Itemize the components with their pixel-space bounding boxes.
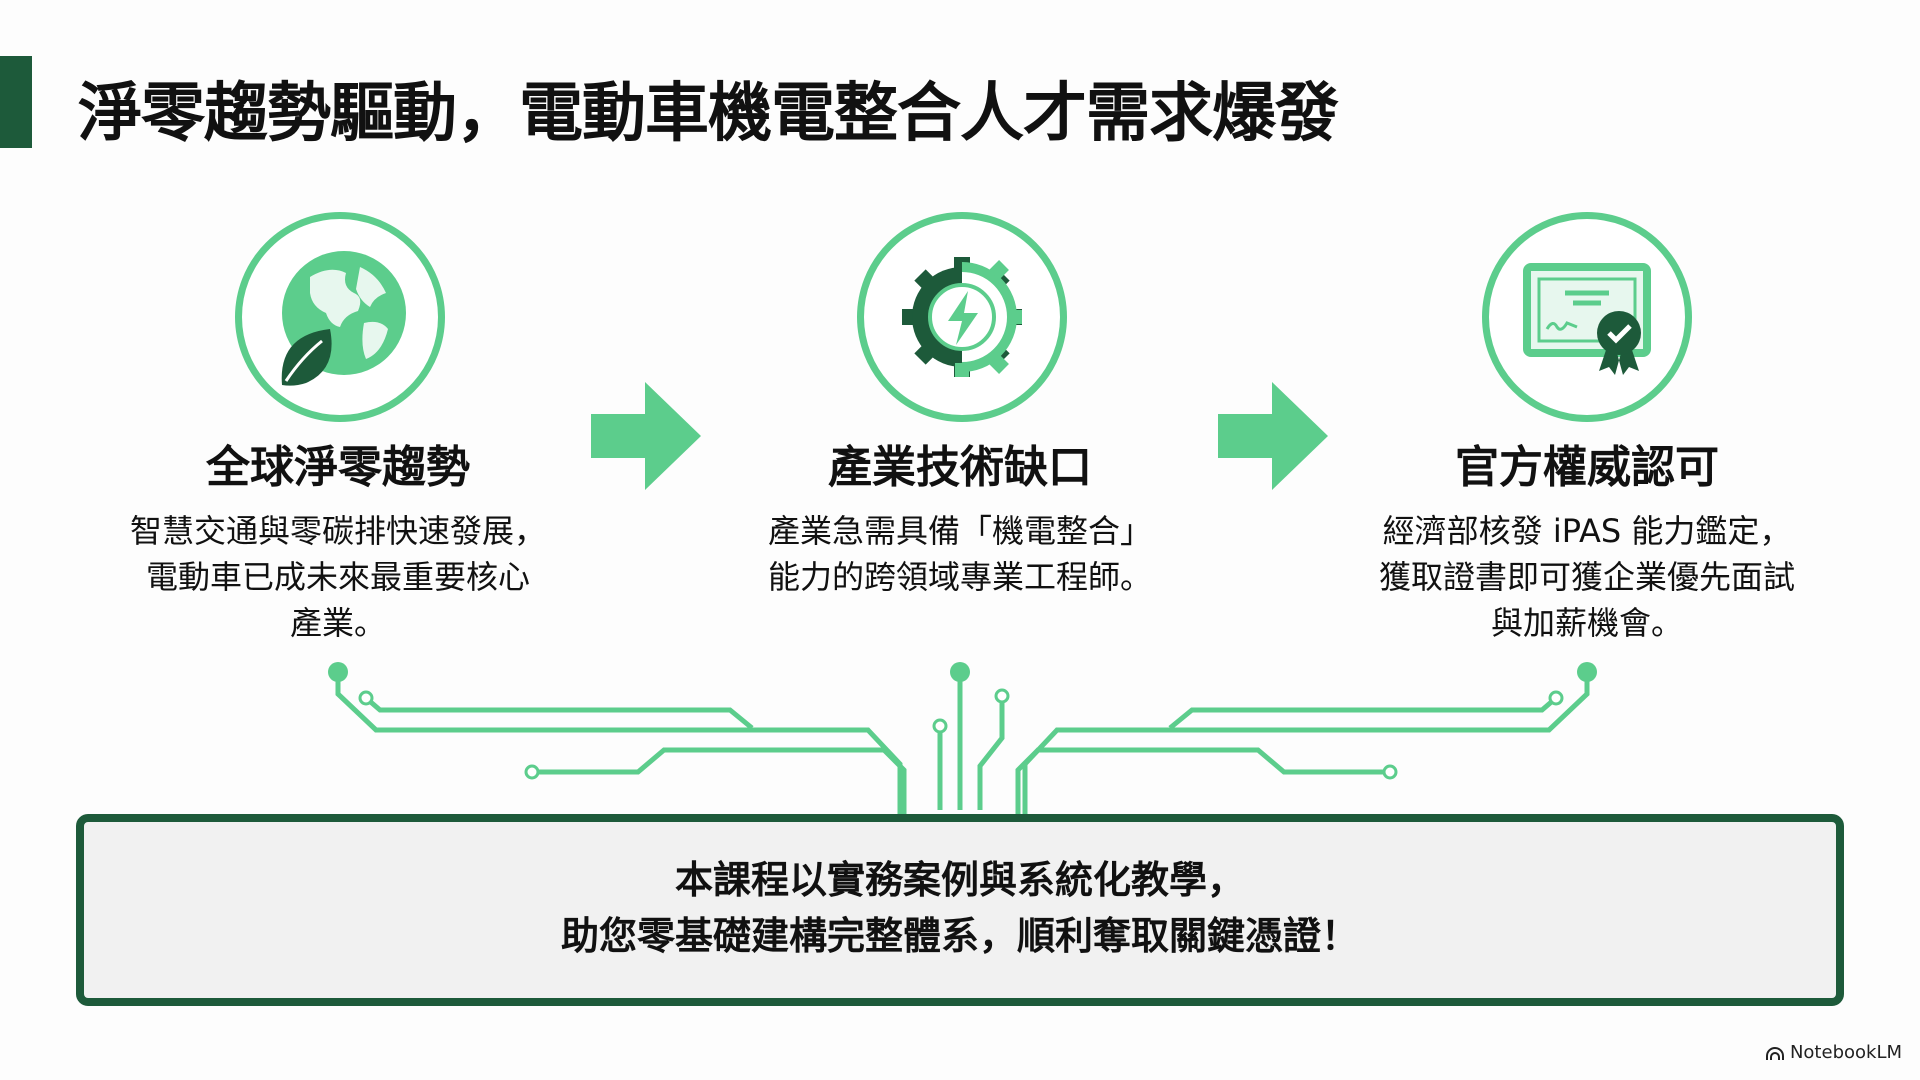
summary-box: 本課程以實務案例與系統化教學， 助您零基礎建構完整體系，順利奪取關鍵憑證！ xyxy=(76,814,1844,1006)
step-heading: 官方權威認可 xyxy=(1455,442,1719,493)
description-line: 經濟部核發 iPAS 能力鑑定， xyxy=(1382,512,1792,550)
brand-watermark: NotebookLM xyxy=(1765,1042,1902,1063)
description-line: 智慧交通與零碳排快速發展， xyxy=(129,512,546,550)
summary-line: 本課程以實務案例與系統化教學， xyxy=(674,858,1245,902)
step-description: 經濟部核發 iPAS 能力鑑定， 獲取證書即可獲企業優先面試 與加薪機會。 xyxy=(1327,508,1847,646)
arrow-right-icon xyxy=(591,382,701,490)
description-line: 獲取證書即可獲企業優先面試 xyxy=(1378,558,1795,596)
step-description: 產業急需具備「機電整合」 能力的跨領域專業工程師。 xyxy=(700,508,1220,600)
brand-name: NotebookLM xyxy=(1789,1042,1902,1063)
page-title: 淨零趨勢驅動，電動車機電整合人才需求爆發 xyxy=(78,77,1339,151)
notebooklm-logo-icon xyxy=(1765,1046,1784,1060)
description-line: 電動車已成未來最重要核心 xyxy=(145,558,530,596)
description-line: 與加薪機會。 xyxy=(1490,604,1683,642)
globe-leaf-icon xyxy=(235,212,445,422)
step-heading: 全球淨零趨勢 xyxy=(206,442,470,493)
gear-lightning-icon xyxy=(857,212,1067,422)
description-line: 產業。 xyxy=(289,604,386,642)
certificate-icon xyxy=(1482,212,1692,422)
summary-line: 助您零基礎建構完整體系，順利奪取關鍵憑證！ xyxy=(560,914,1359,958)
description-line: 能力的跨領域專業工程師。 xyxy=(767,558,1152,596)
description-line: 產業急需具備「機電整合」 xyxy=(767,512,1152,550)
step-description: 智慧交通與零碳排快速發展， 電動車已成未來最重要核心 產業。 xyxy=(78,508,598,646)
step-heading: 產業技術缺口 xyxy=(828,442,1092,493)
arrow-right-icon xyxy=(1218,382,1328,490)
title-accent-bar xyxy=(0,56,32,148)
circuit-traces xyxy=(328,662,1597,820)
